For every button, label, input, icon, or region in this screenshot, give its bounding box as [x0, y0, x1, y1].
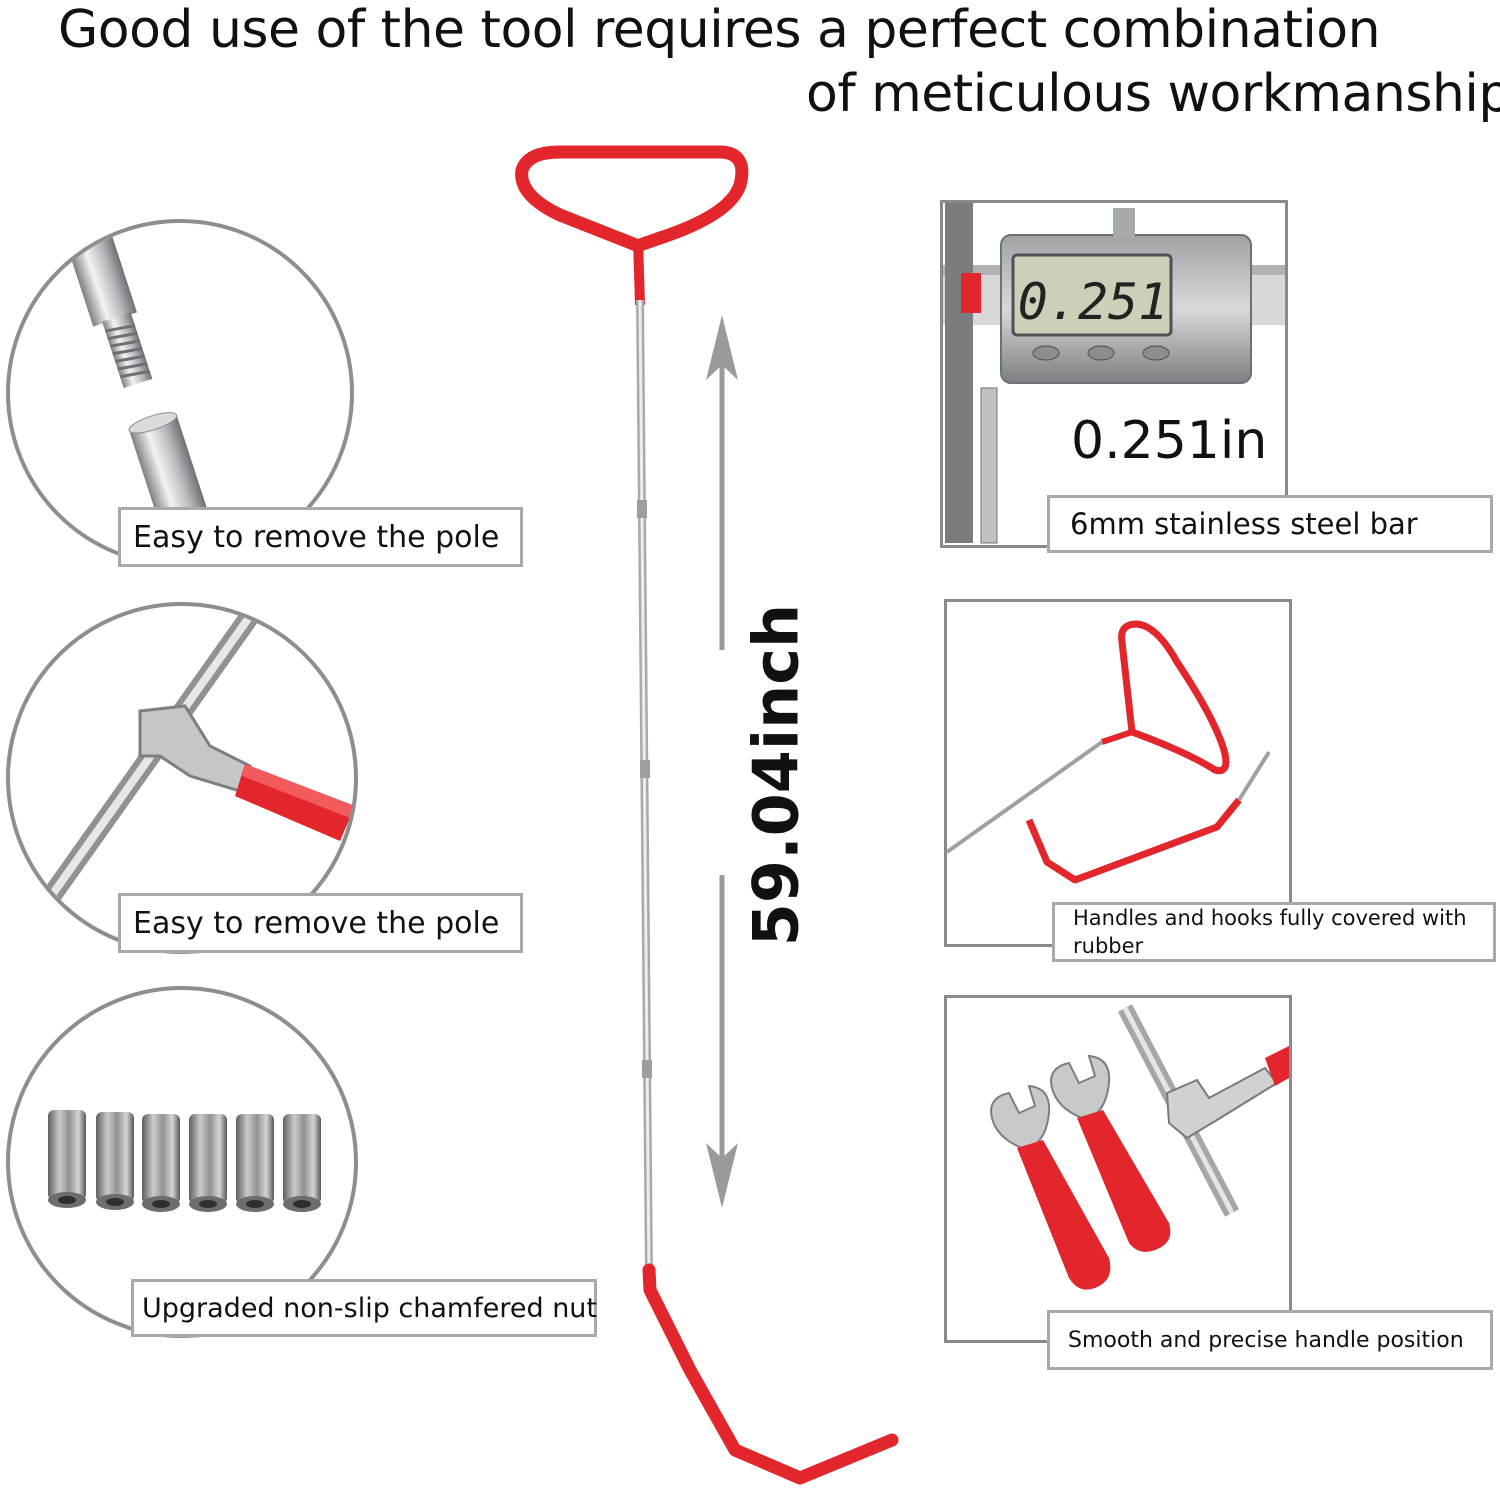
length-label: 59.04inch	[739, 603, 813, 947]
headline-line-1: Good use of the tool requires a perfect …	[58, 0, 1381, 60]
feature-image-rubber-handle-hook	[944, 599, 1292, 947]
caption-stainless-steel-bar: 6mm stainless steel bar	[1047, 495, 1493, 553]
caption-chamfered-nut: Upgraded non-slip chamfered nut	[131, 1279, 597, 1337]
feature-image-caliper: 0.251 0.251in	[940, 200, 1288, 548]
headline-line-2: of meticulous workmanship	[806, 64, 1500, 124]
caliper-measurement: 0.251in	[1071, 411, 1268, 471]
caption-handle-position: Smooth and precise handle position	[1047, 1310, 1493, 1370]
caption-rubber-covered: Handles and hooks fully covered with rub…	[1052, 902, 1496, 962]
long-reach-tool-image	[500, 140, 920, 1489]
caption-easy-remove-pole-2: Easy to remove the pole	[118, 893, 523, 953]
caliper-display-reading: 0.251	[1018, 273, 1169, 331]
feature-image-wrenches	[944, 995, 1292, 1343]
caption-easy-remove-pole-1: Easy to remove the pole	[118, 507, 523, 567]
